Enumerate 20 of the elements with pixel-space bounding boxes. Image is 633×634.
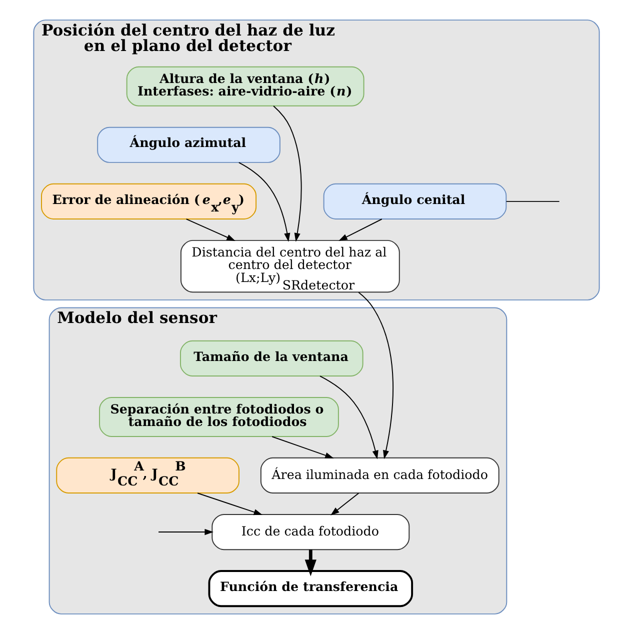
node-box: Función de transferencia	[208, 570, 414, 608]
node-box: Separación entre fotodiodos o tamaño de los fotodiodos	[99, 396, 339, 437]
arrow	[338, 218, 382, 241]
arrow	[158, 528, 214, 536]
connector	[506, 200, 560, 202]
node-box: Altura de la ventana (h) Interfases: aire-vidrio-aire (n)	[126, 66, 364, 106]
node-box: Icc de cada fotodiodo	[212, 514, 410, 550]
node-box: Ángulo cenital	[323, 183, 507, 220]
arrow	[186, 218, 236, 241]
node-box: Ángulo azimutal	[97, 126, 280, 163]
arrow	[319, 376, 378, 460]
arrow	[330, 492, 360, 516]
arrow	[358, 292, 394, 460]
arrow	[273, 106, 302, 242]
arrow	[304, 550, 316, 576]
node-box: Área iluminada en cada fotodiodo	[260, 457, 500, 494]
arrow	[272, 436, 334, 458]
node-box: Tamaño de la ventana	[180, 340, 364, 376]
arrow	[197, 492, 263, 516]
arrow	[238, 162, 290, 242]
